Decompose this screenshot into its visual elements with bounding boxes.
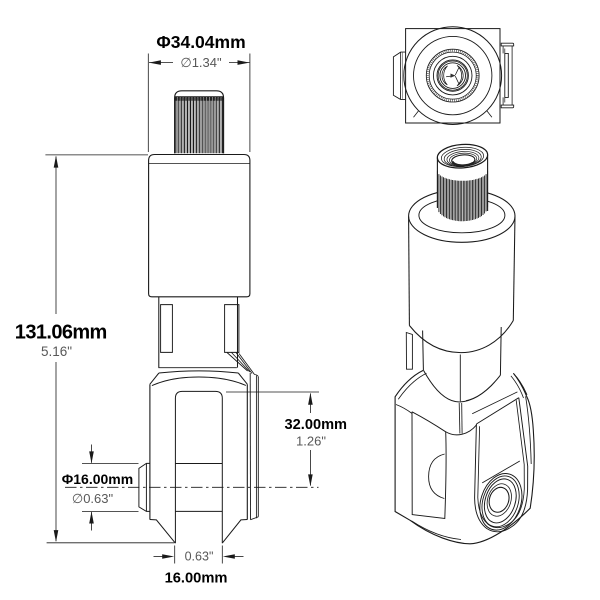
svg-text:1.26": 1.26" bbox=[296, 434, 326, 449]
svg-text:131.06mm: 131.06mm bbox=[15, 322, 107, 344]
svg-text:32.00mm: 32.00mm bbox=[285, 417, 347, 433]
svg-text:Φ16.00mm: Φ16.00mm bbox=[62, 471, 133, 487]
svg-text:16.00mm: 16.00mm bbox=[165, 571, 228, 587]
svg-text:Φ34.04mm: Φ34.04mm bbox=[156, 32, 245, 52]
svg-text:∅0.63": ∅0.63" bbox=[72, 491, 114, 506]
svg-text:∅1.34": ∅1.34" bbox=[180, 55, 222, 70]
svg-text:0.63": 0.63" bbox=[185, 550, 214, 564]
svg-text:5.16": 5.16" bbox=[41, 344, 72, 359]
